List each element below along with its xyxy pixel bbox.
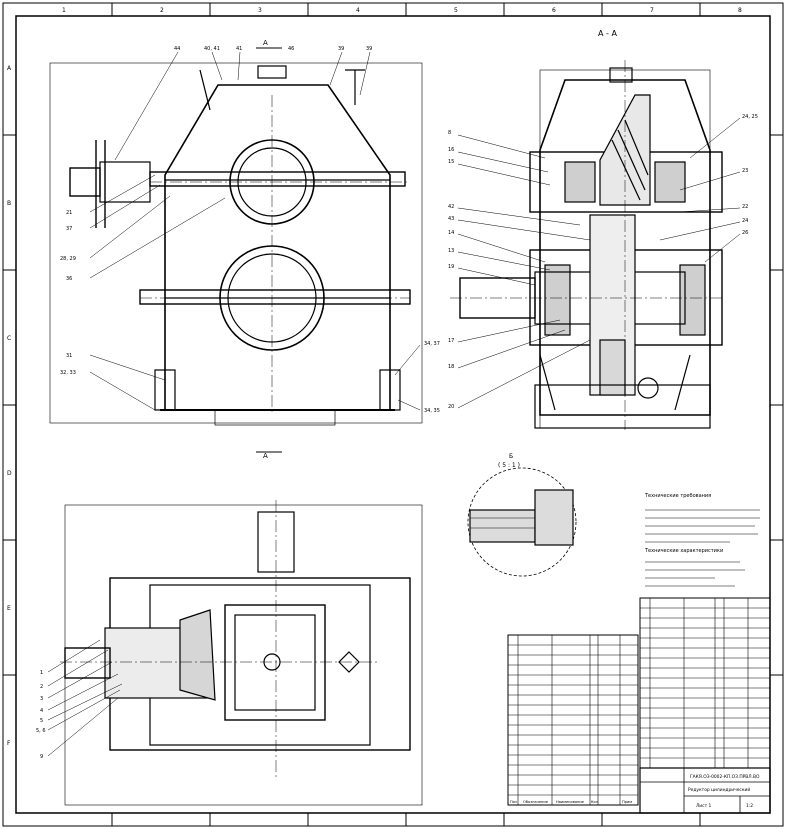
ruler-label: C xyxy=(7,335,11,342)
column-header: Наименование xyxy=(556,800,585,804)
callout-label: 37 xyxy=(66,226,72,232)
ruler-label: E xyxy=(7,605,11,612)
callout-label: 17 xyxy=(448,338,454,344)
section-label: A - A xyxy=(598,29,617,38)
front-view-callouts: 44 40, 41 41 46 39 39 21 37 28, 29 36 31… xyxy=(60,39,440,460)
ruler-label: F xyxy=(7,740,11,747)
callout-label: 18 xyxy=(448,364,454,370)
section-cut-mark: A xyxy=(263,452,268,460)
callout-label: 20 xyxy=(448,404,454,410)
callout-label: 4 xyxy=(40,708,43,714)
callout-label: 36 xyxy=(66,276,72,282)
callout-label: 5, 6 xyxy=(36,728,46,734)
section-view-callouts: 8 16 15 42 43 14 13 19 17 18 20 24, 25 2… xyxy=(448,114,758,410)
callout-label: 41 xyxy=(236,46,242,52)
column-header: Поз xyxy=(510,800,517,804)
detail-labels: Б ( 5 : 1 ) xyxy=(498,453,520,469)
sheet-number: Лист 1 xyxy=(696,803,712,809)
title-block xyxy=(639,767,771,814)
callout-label: 3 xyxy=(40,696,43,702)
plan-view-callouts: 1 2 3 4 5 5, 6 9 xyxy=(36,670,46,760)
drawing-title: Редуктор цилиндрический xyxy=(688,786,750,793)
callout-label: 43 xyxy=(448,216,454,222)
column-header: Обозначение xyxy=(523,800,549,804)
frame-ruler-ticks xyxy=(3,3,783,826)
callout-label: 8 xyxy=(448,130,451,136)
callout-label: 16 xyxy=(448,147,454,153)
callout-label: 22 xyxy=(742,204,748,210)
callout-label: 26 xyxy=(742,230,748,236)
technical-notes: Технические требования Технические харак… xyxy=(644,493,760,587)
callout-label: 1 xyxy=(40,670,43,676)
callout-label: 14 xyxy=(448,230,454,236)
ruler-label: 6 xyxy=(552,7,556,14)
callout-label: 13 xyxy=(448,248,454,254)
column-header: Прим xyxy=(622,800,632,804)
ruler-label: A xyxy=(7,65,12,72)
notes-heading: Технические характеристики xyxy=(644,548,723,554)
callout-label: 42 xyxy=(448,204,454,210)
section-cut-arrows xyxy=(256,47,282,453)
detail-label: Б xyxy=(509,453,513,460)
callout-label: 32, 33 xyxy=(60,370,76,376)
ruler-label: 2 xyxy=(160,7,164,14)
drawing-scale: 1:2 xyxy=(746,803,753,809)
callout-label: 39 xyxy=(366,46,372,52)
column-header: Кол xyxy=(591,800,598,804)
callout-label: 2 xyxy=(40,684,43,690)
callout-label: 23 xyxy=(742,168,748,174)
ruler-label: 5 xyxy=(454,7,458,14)
callout-label: 28, 29 xyxy=(60,256,76,262)
front-view xyxy=(49,51,423,426)
parts-list-right xyxy=(639,597,771,769)
frame-ruler-labels: 1 2 3 4 5 6 7 8 A B C D E F xyxy=(7,7,742,747)
ruler-label: 1 xyxy=(62,7,66,14)
notes-heading: Технические требования xyxy=(644,493,711,499)
ruler-label: B xyxy=(7,200,11,207)
ruler-label: 4 xyxy=(356,7,360,14)
callout-label: 19 xyxy=(448,264,454,270)
callout-label: 40, 41 xyxy=(204,46,220,52)
ruler-label: D xyxy=(7,470,12,477)
ruler-label: 8 xyxy=(738,7,742,14)
callout-label: 39 xyxy=(338,46,344,52)
callout-label: 31 xyxy=(66,353,72,359)
callout-label: 34, 35 xyxy=(424,408,440,414)
callout-label: 9 xyxy=(40,754,43,760)
ruler-label: 3 xyxy=(258,7,262,14)
title-block-text: ГАКЯ.ОЗ-0002-КП.ОЗ.ПРВЛ.ВО Редуктор цили… xyxy=(688,774,760,809)
callout-label: 34, 37 xyxy=(424,341,440,347)
document-code: ГАКЯ.ОЗ-0002-КП.ОЗ.ПРВЛ.ВО xyxy=(690,774,760,780)
detail-view xyxy=(467,467,577,577)
plan-view xyxy=(47,500,423,806)
callout-label: 24, 25 xyxy=(742,114,758,120)
parts-list-left xyxy=(507,634,639,806)
section-view xyxy=(450,60,741,430)
callout-label: 24 xyxy=(742,218,748,224)
ruler-label: 7 xyxy=(650,7,654,14)
callout-label: 44 xyxy=(174,46,180,52)
section-cut-mark: A xyxy=(263,39,268,47)
callout-label: 5 xyxy=(40,718,43,724)
detail-scale: ( 5 : 1 ) xyxy=(498,462,520,469)
callout-label: 15 xyxy=(448,159,454,165)
callout-label: 21 xyxy=(66,210,72,216)
parts-list-headers: Поз Обозначение Наименование Кол Прим xyxy=(510,800,632,804)
callout-label: 46 xyxy=(288,46,294,52)
